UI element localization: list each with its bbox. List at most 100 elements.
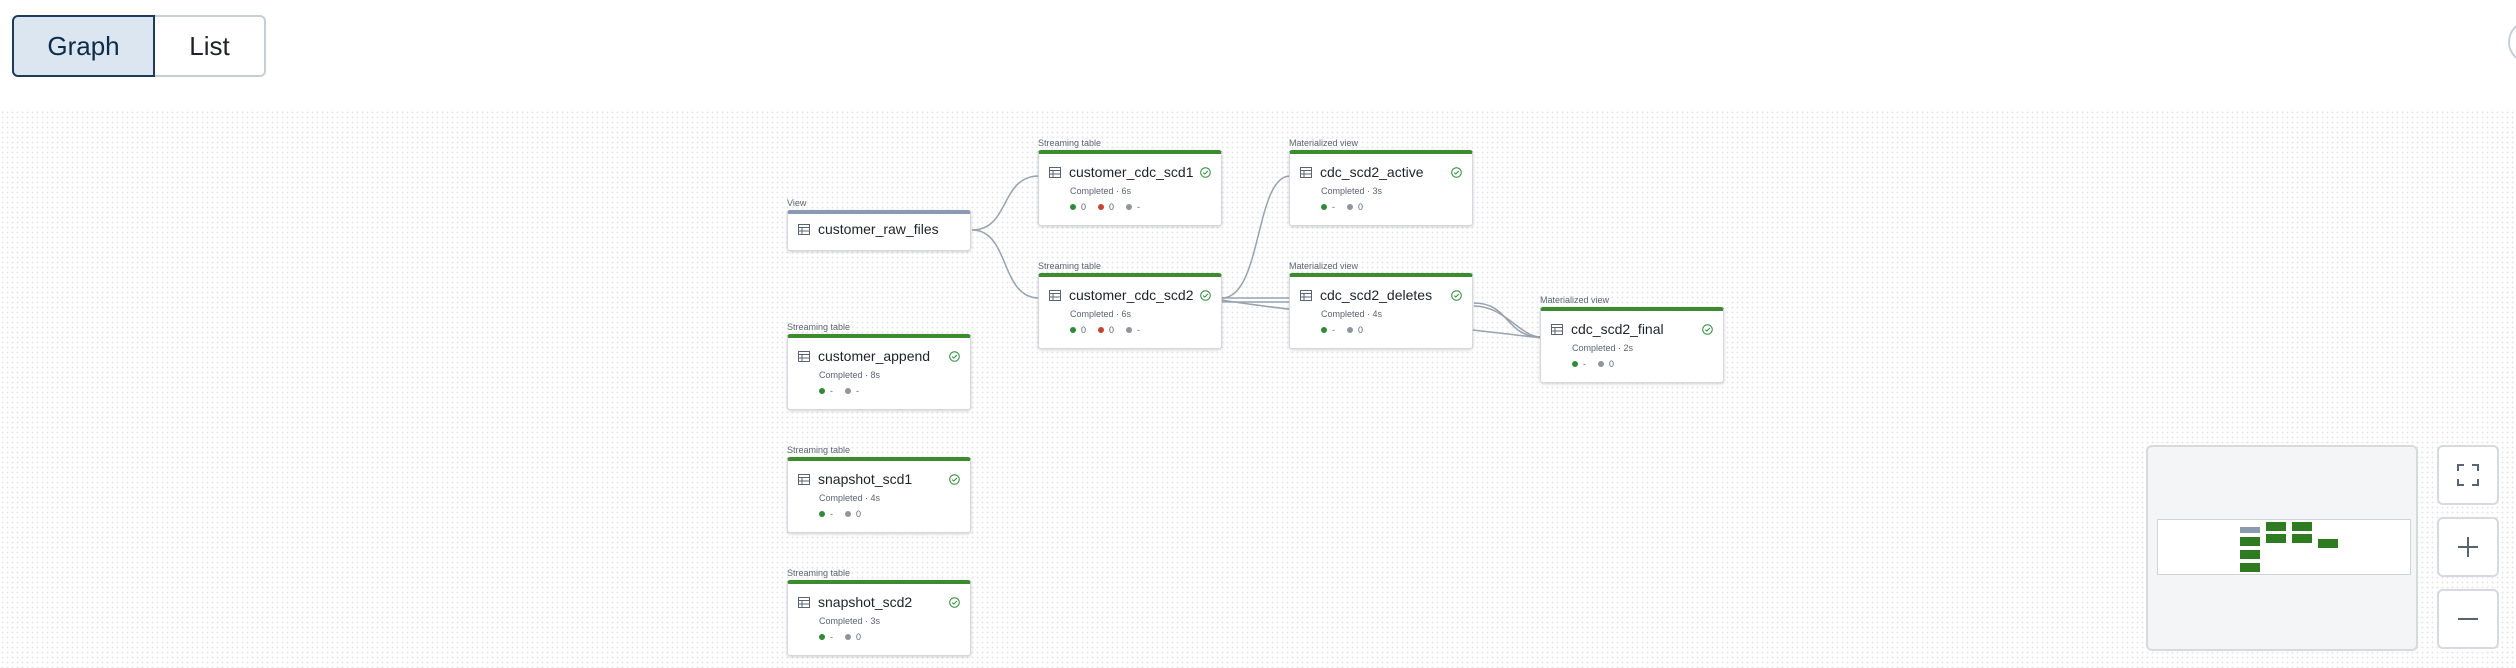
- gray-dot-icon: [1598, 361, 1604, 367]
- node-type-label: Streaming table: [1038, 261, 1102, 271]
- list-tab[interactable]: List: [155, 15, 266, 77]
- metric-value: 0: [1609, 359, 1615, 369]
- metric-expectations: 0: [1098, 325, 1114, 335]
- metric-value: 0: [856, 632, 862, 642]
- menu-button[interactable]: [2508, 20, 2516, 64]
- metric-dropped: 0: [1347, 202, 1363, 212]
- check-circle-icon: [1702, 323, 1713, 335]
- node-type-label: Materialized view: [1540, 295, 1610, 305]
- node-metrics: - 0: [1290, 325, 1472, 335]
- green-dot-icon: [1321, 204, 1327, 210]
- metric-value: -: [856, 386, 859, 396]
- minimap-node: [2292, 522, 2312, 531]
- table-icon: [798, 473, 810, 485]
- node-type-label: Materialized view: [1289, 138, 1359, 148]
- metric-output: -: [1572, 359, 1586, 369]
- node-snapshot-scd2[interactable]: snapshot_scd2 Completed · 3s - 0: [787, 580, 971, 656]
- node-title: cdc_scd2_final: [1571, 321, 1664, 337]
- node-title: customer_cdc_scd2: [1069, 287, 1194, 303]
- green-dot-icon: [819, 511, 825, 517]
- gray-dot-icon: [845, 511, 851, 517]
- gray-dot-icon: [1347, 204, 1353, 210]
- metric-value: 0: [856, 509, 862, 519]
- node-metrics: 0 0 -: [1039, 202, 1221, 212]
- metric-dropped: 0: [1347, 325, 1363, 335]
- node-title: snapshot_scd1: [818, 471, 913, 487]
- node-status: Completed · 2s: [1572, 343, 1634, 353]
- check-circle-icon: [1200, 166, 1211, 178]
- check-circle-icon: [1200, 289, 1211, 301]
- metric-dropped: -: [845, 386, 859, 396]
- node-status: Completed · 3s: [1321, 186, 1383, 196]
- table-icon: [1049, 166, 1061, 178]
- node-type-label: View: [787, 198, 807, 208]
- graph-canvas[interactable]: [0, 110, 2516, 668]
- minus-icon: [2458, 618, 2478, 620]
- node-title: customer_append: [818, 348, 931, 364]
- node-title: cdc_scd2_active: [1320, 164, 1424, 180]
- metric-value: 0: [1081, 325, 1087, 335]
- node-status: Completed · 4s: [819, 493, 881, 503]
- minimap-node: [2240, 537, 2260, 546]
- metric-dropped: -: [1126, 202, 1140, 212]
- metric-value: -: [1137, 325, 1141, 335]
- node-customer-cdc-scd2[interactable]: customer_cdc_scd2 Completed · 6s 0 0 -: [1038, 273, 1222, 349]
- minimap-node: [2266, 534, 2286, 543]
- metric-value: -: [1137, 202, 1141, 212]
- gray-dot-icon: [1347, 327, 1353, 333]
- node-type-label: Streaming table: [1038, 138, 1102, 148]
- view-toggle: Graph List: [12, 15, 266, 77]
- green-dot-icon: [1070, 327, 1076, 333]
- metric-dropped: 0: [845, 632, 861, 642]
- node-status: Completed · 6s: [1070, 186, 1132, 196]
- node-snapshot-scd1[interactable]: snapshot_scd1 Completed · 4s - 0: [787, 457, 971, 533]
- node-customer-cdc-scd1[interactable]: customer_cdc_scd1 Completed · 6s 0 0 -: [1038, 150, 1222, 226]
- red-dot-icon: [1098, 327, 1105, 333]
- plus-icon: [2458, 537, 2478, 557]
- green-dot-icon: [1070, 204, 1076, 210]
- green-dot-icon: [1321, 327, 1327, 333]
- view-icon: [1300, 289, 1312, 301]
- graph-tab[interactable]: Graph: [12, 15, 155, 77]
- green-dot-icon: [819, 634, 825, 640]
- view-icon: [1551, 323, 1563, 335]
- zoom-in-button[interactable]: [2437, 517, 2499, 577]
- minimap[interactable]: [2146, 445, 2418, 651]
- metric-value: -: [1332, 325, 1335, 335]
- check-circle-icon: [949, 473, 960, 485]
- node-metrics: - 0: [1541, 359, 1723, 369]
- node-cdc-scd2-deletes[interactable]: cdc_scd2_deletes Completed · 4s - 0: [1289, 273, 1473, 349]
- minimap-viewport[interactable]: [2157, 519, 2411, 575]
- node-customer-raw-files[interactable]: customer_raw_files: [787, 210, 971, 251]
- node-status: Completed · 6s: [1070, 309, 1132, 319]
- gray-dot-icon: [1126, 204, 1133, 210]
- metric-value: -: [1332, 202, 1335, 212]
- check-circle-icon: [1451, 166, 1462, 178]
- check-circle-icon: [949, 596, 960, 608]
- metric-value: -: [830, 632, 833, 642]
- metric-output: -: [819, 632, 833, 642]
- green-dot-icon: [819, 388, 825, 394]
- metric-value: 0: [1081, 202, 1087, 212]
- minimap-node: [2240, 563, 2260, 572]
- zoom-out-button[interactable]: [2437, 589, 2499, 649]
- node-customer-append[interactable]: customer_append Completed · 8s - -: [787, 334, 971, 410]
- node-status: Completed · 4s: [1321, 309, 1383, 319]
- metric-value: 0: [1109, 202, 1115, 212]
- node-cdc-scd2-final[interactable]: cdc_scd2_final Completed · 2s - 0: [1540, 307, 1724, 383]
- metric-dropped: 0: [845, 509, 861, 519]
- green-dot-icon: [1572, 361, 1578, 367]
- metric-value: -: [830, 509, 833, 519]
- metric-value: 0: [1358, 325, 1364, 335]
- table-icon: [1049, 289, 1061, 301]
- metric-output: 0: [1070, 202, 1086, 212]
- fit-view-button[interactable]: [2437, 445, 2499, 505]
- node-metrics: - 0: [1290, 202, 1472, 212]
- node-type-label: Streaming table: [787, 322, 851, 332]
- node-type-label: Materialized view: [1289, 261, 1359, 271]
- node-cdc-scd2-active[interactable]: cdc_scd2_active Completed · 3s - 0: [1289, 150, 1473, 226]
- node-title: customer_cdc_scd1: [1069, 164, 1194, 180]
- metric-output: -: [1321, 202, 1335, 212]
- minimap-node: [2292, 534, 2312, 543]
- metric-expectations: 0: [1098, 202, 1114, 212]
